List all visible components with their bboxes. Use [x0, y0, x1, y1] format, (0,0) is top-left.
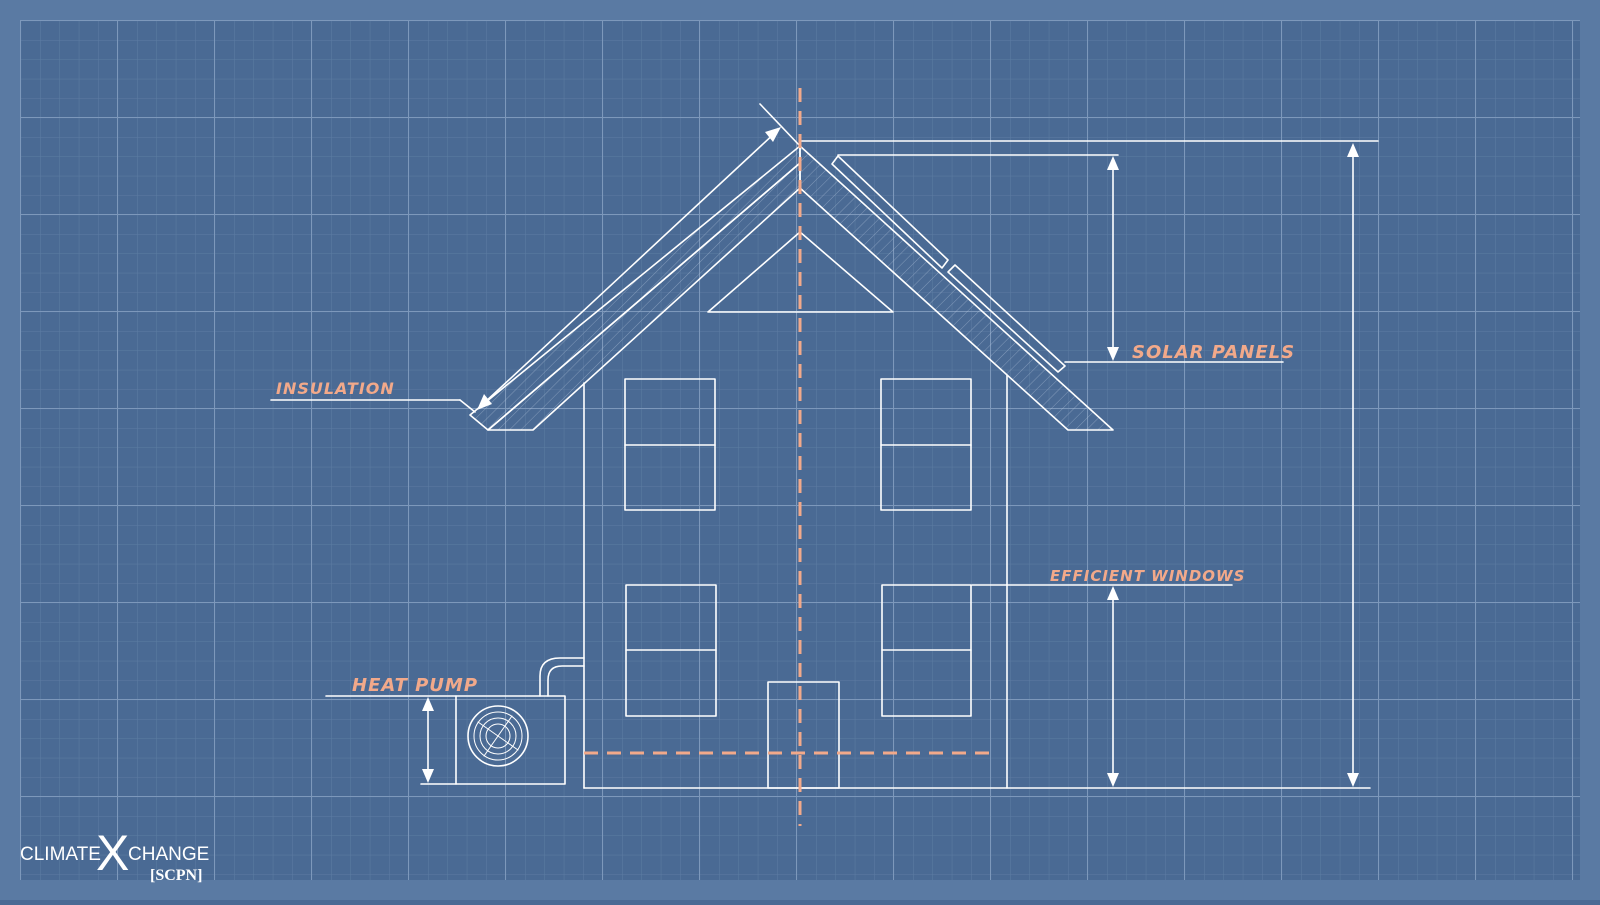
solar-panel-1	[831, 155, 949, 269]
fan-icon	[467, 705, 529, 767]
door	[767, 681, 840, 789]
heat-pump-pipe-inner	[547, 665, 585, 697]
arrow-windows-down	[1107, 773, 1119, 787]
arrowheads	[422, 127, 1359, 787]
gable-vent	[707, 231, 894, 313]
arrow-pump-down	[422, 769, 434, 783]
window-lower-left	[625, 584, 717, 717]
roof-apex-tick	[759, 103, 801, 147]
window-upper-right	[880, 378, 972, 511]
arrow-insulation-bottom	[477, 394, 492, 410]
heat-pump-pipe-outer	[539, 657, 585, 697]
solar-panel-2	[947, 264, 1066, 373]
insulation-dimension	[482, 130, 778, 405]
insulation-leader-hook	[459, 399, 476, 413]
arrow-total-up	[1347, 143, 1359, 157]
roof-right-slab	[799, 145, 1114, 431]
label-solar-panels: SOLAR PANELS	[1132, 342, 1295, 363]
arrow-solar-down	[1107, 347, 1119, 361]
logo-x: X	[96, 825, 129, 881]
logo-word-change: CHANGE	[128, 844, 209, 865]
arrow-total-down	[1347, 773, 1359, 787]
arrow-insulation-top	[765, 127, 781, 142]
label-insulation: INSULATION	[276, 379, 395, 398]
logo-tag: [SCPN]	[150, 867, 202, 884]
heat-pump-unit	[455, 695, 566, 785]
label-heat-pump: HEAT PUMP	[352, 675, 478, 696]
window-upper-left	[624, 378, 716, 511]
arrow-solar-up	[1107, 156, 1119, 170]
logo-word-climate: CLIMATE	[20, 844, 101, 865]
arrow-windows-up	[1107, 586, 1119, 600]
window-lower-right	[881, 584, 972, 717]
climatexchange-logo: CLIMATE X CHANGE [SCPN]	[20, 825, 209, 884]
arrow-pump-up	[422, 697, 434, 711]
label-efficient-windows: EFFICIENT WINDOWS	[1050, 567, 1245, 585]
